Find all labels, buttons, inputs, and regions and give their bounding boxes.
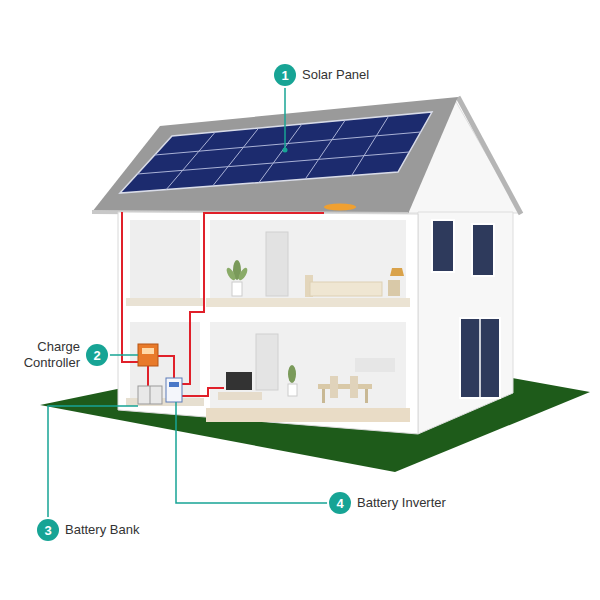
callout-label: Solar Panel bbox=[302, 67, 369, 83]
battery-bank bbox=[138, 386, 162, 404]
callout: 3 Battery Bank bbox=[37, 519, 139, 541]
plant-pot bbox=[288, 384, 297, 396]
callout-label: Battery Bank bbox=[65, 522, 139, 538]
battery-inverter bbox=[166, 378, 182, 402]
tv-stand bbox=[218, 392, 262, 400]
lamp bbox=[390, 268, 404, 276]
room-floor bbox=[206, 408, 410, 422]
table-leg bbox=[322, 389, 325, 403]
callout-number: 1 bbox=[274, 64, 296, 86]
glass-door bbox=[460, 318, 500, 398]
chair bbox=[330, 376, 338, 398]
bed bbox=[310, 282, 382, 296]
grid-line bbox=[155, 132, 421, 155]
side-wall bbox=[418, 212, 513, 434]
window bbox=[432, 220, 454, 272]
room-floor bbox=[206, 298, 410, 307]
room-floor bbox=[126, 298, 204, 306]
table-leg bbox=[365, 389, 368, 403]
callout-number: 4 bbox=[329, 492, 351, 514]
wiring bbox=[122, 212, 324, 396]
door bbox=[266, 232, 288, 296]
inverter-screen bbox=[169, 382, 179, 387]
nightstand bbox=[388, 280, 400, 296]
leader-dot bbox=[283, 148, 288, 153]
leader-line bbox=[284, 87, 286, 150]
plant-leaf bbox=[225, 266, 237, 281]
callout: 4 Battery Inverter bbox=[329, 492, 446, 514]
chair bbox=[350, 376, 358, 398]
grid-line bbox=[213, 128, 259, 186]
dining-table bbox=[318, 384, 372, 389]
room-wall bbox=[210, 220, 406, 300]
grid-line bbox=[137, 152, 409, 174]
counter bbox=[355, 358, 395, 372]
plant-pot bbox=[232, 282, 242, 296]
leader-line bbox=[109, 354, 138, 356]
callout-number: 3 bbox=[37, 519, 59, 541]
grid-line bbox=[259, 124, 302, 183]
callout-label: Battery Inverter bbox=[357, 495, 446, 511]
callout-label: Charge Controller bbox=[6, 339, 80, 370]
window bbox=[472, 224, 494, 276]
plant-leaf bbox=[237, 266, 249, 281]
ceiling-light bbox=[324, 204, 356, 211]
wire bbox=[182, 388, 224, 396]
roof bbox=[92, 97, 458, 214]
grid-line bbox=[166, 132, 215, 190]
front-section bbox=[118, 212, 418, 434]
leader-line bbox=[176, 402, 328, 503]
charge-controller bbox=[138, 344, 158, 366]
room-wall bbox=[210, 322, 406, 410]
callout-number: 2 bbox=[86, 344, 108, 366]
roof-edge bbox=[458, 97, 521, 214]
leader-line bbox=[48, 406, 138, 518]
callout: 1 Solar Panel bbox=[274, 64, 369, 86]
grid-line bbox=[305, 120, 345, 179]
battery-divider bbox=[150, 386, 151, 404]
room-wall bbox=[130, 220, 200, 300]
wire bbox=[147, 366, 149, 386]
solar-panel bbox=[120, 112, 432, 193]
panel-grid bbox=[137, 116, 420, 190]
door bbox=[256, 334, 278, 390]
tv bbox=[226, 372, 252, 390]
grid-line bbox=[352, 116, 389, 176]
callout: 2 Charge Controller bbox=[6, 339, 108, 370]
wire bbox=[158, 356, 174, 378]
wire bbox=[182, 213, 324, 384]
wire bbox=[122, 212, 138, 362]
plant-leaf bbox=[288, 365, 296, 383]
leader-lines bbox=[48, 87, 328, 518]
controller-screen bbox=[142, 348, 154, 354]
door-frame bbox=[479, 318, 481, 398]
